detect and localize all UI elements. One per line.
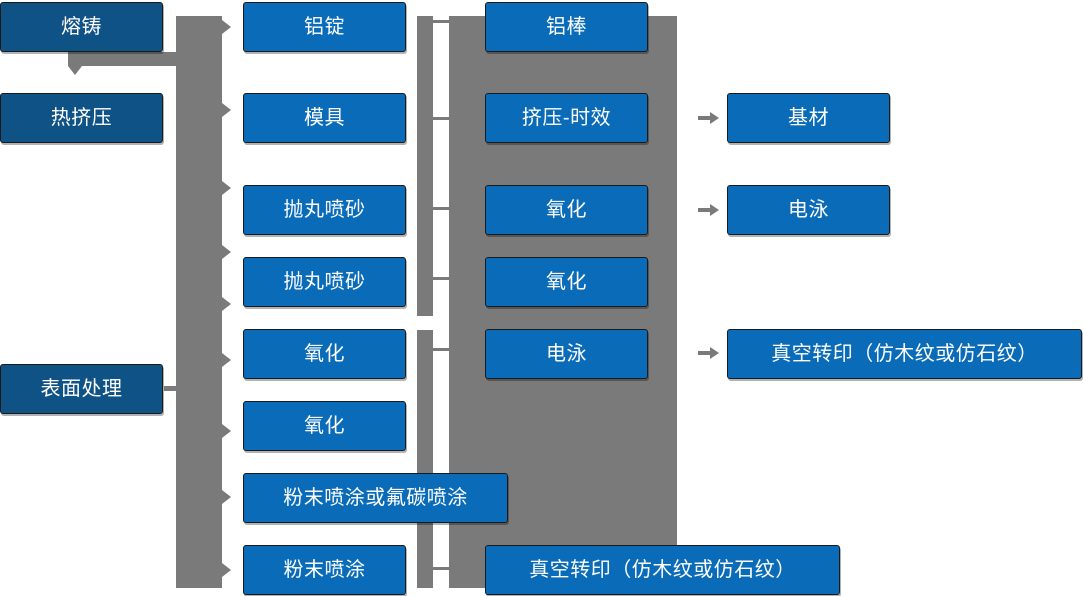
connector-rail-narrow-lower xyxy=(417,330,433,588)
tie-line-3 xyxy=(433,207,451,210)
output-label-vacuum-transfer-2: 真空转印（仿木纹或仿石纹） xyxy=(771,343,1038,365)
process-box-vacuum-transfer-1[interactable]: 真空转印（仿木纹或仿石纹） xyxy=(485,545,840,595)
arrow-icon-to-vacuum-transfer-2 xyxy=(710,347,719,359)
process-box-shot-blasting-1[interactable]: 抛丸喷砂 xyxy=(243,185,406,235)
arrow-icon-to-oxidation-2 xyxy=(222,353,231,367)
arrow-icon-to-shot-blasting-1 xyxy=(222,181,231,195)
arrow-icon-to-electrophoresis-2 xyxy=(710,204,719,216)
process-box-oxidation-2[interactable]: 氧化 xyxy=(243,401,406,451)
arrow-icon-to-powder-coating xyxy=(222,490,231,504)
tie-line-6 xyxy=(433,567,451,570)
process-label-powder-coating: 粉末喷涂 xyxy=(283,559,366,581)
arrow-icon-to-die-mold xyxy=(222,103,231,117)
stage-label-melt-cast: 熔铸 xyxy=(61,16,102,38)
connector-stub-melt-to-extrusion xyxy=(68,52,180,66)
arrow-down-icon-melt xyxy=(68,66,82,75)
process-label-aluminum-bar: 铝棒 xyxy=(546,16,587,38)
output-box-electrophoresis-2[interactable]: 电泳 xyxy=(727,185,890,235)
stage-box-melt-cast[interactable]: 熔铸 xyxy=(0,2,163,52)
process-label-electrophoresis-1: 电泳 xyxy=(546,343,587,365)
arrow-icon-to-bottom xyxy=(222,563,231,577)
process-box-aluminum-bar[interactable]: 铝棒 xyxy=(485,2,648,52)
process-label-die-mold: 模具 xyxy=(304,107,345,129)
process-label-extrusion-aging: 挤压-时效 xyxy=(521,107,612,129)
process-box-electrophoresis-1[interactable]: 电泳 xyxy=(485,329,648,379)
arrow-line-to-vacuum-transfer-2 xyxy=(698,351,710,355)
arrow-line-to-electrophoresis-2 xyxy=(698,208,710,212)
arrow-icon-to-powder-fluoro xyxy=(222,424,231,438)
process-label-oxidation-4: 氧化 xyxy=(546,271,587,293)
process-label-oxidation-2: 氧化 xyxy=(304,415,345,437)
process-label-oxidation-3: 氧化 xyxy=(546,199,587,221)
connector-stub-surface-treat xyxy=(164,386,180,391)
process-box-oxidation-1[interactable]: 氧化 xyxy=(243,329,406,379)
stage-box-hot-extrusion[interactable]: 热挤压 xyxy=(0,93,163,143)
stage-label-surface-treatment: 表面处理 xyxy=(40,378,123,400)
process-box-oxidation-4[interactable]: 氧化 xyxy=(485,257,648,307)
connector-bar-left xyxy=(176,16,222,588)
tie-line-5 xyxy=(433,348,451,351)
process-label-shot-blasting-2: 抛丸喷砂 xyxy=(283,271,366,293)
arrow-icon-to-oxidation-1 xyxy=(222,297,231,311)
process-label-oxidation-1: 氧化 xyxy=(304,343,345,365)
process-box-powder-or-fluorocarbon[interactable]: 粉末喷涂或氟碳喷涂 xyxy=(243,473,508,523)
connector-rail-narrow-upper xyxy=(417,16,433,316)
output-box-vacuum-transfer-2[interactable]: 真空转印（仿木纹或仿石纹） xyxy=(727,329,1082,379)
output-label-substrate: 基材 xyxy=(788,107,829,129)
arrow-line-to-substrate xyxy=(698,116,710,120)
output-label-electrophoresis-2: 电泳 xyxy=(788,199,829,221)
process-box-aluminum-ingot[interactable]: 铝锭 xyxy=(243,2,406,52)
stage-label-hot-extrusion: 热挤压 xyxy=(50,107,113,129)
stage-box-surface-treatment[interactable]: 表面处理 xyxy=(0,364,163,414)
arrow-icon-to-aluminum-ingot xyxy=(222,20,231,34)
process-box-powder-coating[interactable]: 粉末喷涂 xyxy=(243,545,406,595)
process-label-powder-or-fluorocarbon: 粉末喷涂或氟碳喷涂 xyxy=(283,487,468,509)
tie-line-2 xyxy=(433,117,451,120)
process-box-die-mold[interactable]: 模具 xyxy=(243,93,406,143)
process-label-aluminum-ingot: 铝锭 xyxy=(304,16,345,38)
arrow-icon-to-shot-blasting-2 xyxy=(222,245,231,259)
process-label-vacuum-transfer-1: 真空转印（仿木纹或仿石纹） xyxy=(529,559,796,581)
tie-line-4 xyxy=(433,277,451,280)
process-box-extrusion-aging[interactable]: 挤压-时效 xyxy=(485,93,648,143)
process-box-shot-blasting-2[interactable]: 抛丸喷砂 xyxy=(243,257,406,307)
arrow-icon-to-substrate xyxy=(710,112,719,124)
process-box-oxidation-3[interactable]: 氧化 xyxy=(485,185,648,235)
tie-line-1 xyxy=(433,20,451,23)
output-box-substrate[interactable]: 基材 xyxy=(727,93,890,143)
process-label-shot-blasting-1: 抛丸喷砂 xyxy=(283,199,366,221)
